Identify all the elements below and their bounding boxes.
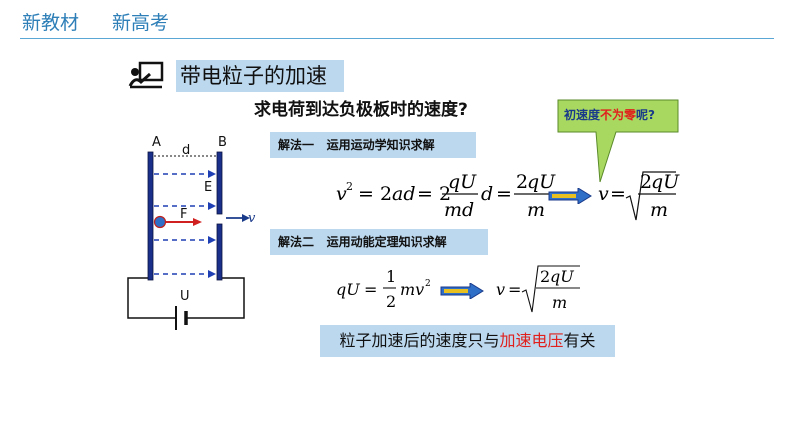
capacitor-diagram: A B d E F v U xyxy=(127,135,256,330)
method-2-label: 解法二 运用动能定理知识求解 xyxy=(270,229,488,255)
section-title: 带电粒子的加速 xyxy=(176,60,344,92)
arrow-right-icon xyxy=(548,188,592,204)
svg-text:m: m xyxy=(552,293,567,312)
conclusion-box: 粒子加速后的速度只与加速电压有关 xyxy=(320,325,615,357)
svg-text:v: v xyxy=(496,280,505,299)
svg-text:1: 1 xyxy=(386,267,396,286)
svg-text:=: = xyxy=(496,183,512,205)
svg-text:qU: qU xyxy=(651,171,680,193)
svg-text:ad: ad xyxy=(392,183,416,205)
callout-bubble xyxy=(557,99,679,183)
svg-text:=: = xyxy=(364,280,377,299)
force-label: F xyxy=(180,207,187,222)
header-divider xyxy=(20,38,774,39)
svg-text:2: 2 xyxy=(516,171,528,193)
arrow-right-icon xyxy=(440,283,484,299)
svg-text:m: m xyxy=(527,199,545,221)
svg-text:= 2: = 2 xyxy=(417,183,451,205)
field-label: E xyxy=(204,180,212,195)
header-tag-exam: 新高考 xyxy=(112,12,170,34)
plate-b-label: B xyxy=(218,135,227,150)
velocity-label: v xyxy=(248,211,256,226)
svg-text:qU: qU xyxy=(527,171,556,193)
question-text: 求电荷到达负极板时的速度? xyxy=(254,100,468,120)
svg-text:md: md xyxy=(444,199,474,221)
svg-text:= 2: = 2 xyxy=(358,183,392,205)
svg-text:2: 2 xyxy=(346,180,353,193)
svg-text:d: d xyxy=(481,183,493,205)
svg-text:qU: qU xyxy=(550,267,574,286)
svg-text:=: = xyxy=(508,280,521,299)
svg-text:v: v xyxy=(336,183,347,205)
teacher-board-icon xyxy=(128,61,164,89)
svg-text:qU: qU xyxy=(448,171,477,193)
svg-text:=: = xyxy=(610,183,626,205)
svg-text:2: 2 xyxy=(425,279,431,289)
method-1-label: 解法一 运用运动学知识求解 xyxy=(270,132,476,158)
plate-a-label: A xyxy=(152,135,161,150)
svg-text:qU: qU xyxy=(336,280,360,299)
svg-text:2: 2 xyxy=(640,171,652,193)
header-tag-textbook: 新教材 xyxy=(22,12,80,34)
svg-text:v: v xyxy=(598,183,609,205)
svg-text:2: 2 xyxy=(540,267,550,286)
svg-text:2: 2 xyxy=(386,292,396,311)
distance-label: d xyxy=(182,143,190,158)
svg-text:m: m xyxy=(650,199,668,221)
svg-text:mv: mv xyxy=(400,280,424,299)
voltage-label: U xyxy=(180,289,190,304)
callout-text: 初速度不为零呢? xyxy=(564,108,655,122)
